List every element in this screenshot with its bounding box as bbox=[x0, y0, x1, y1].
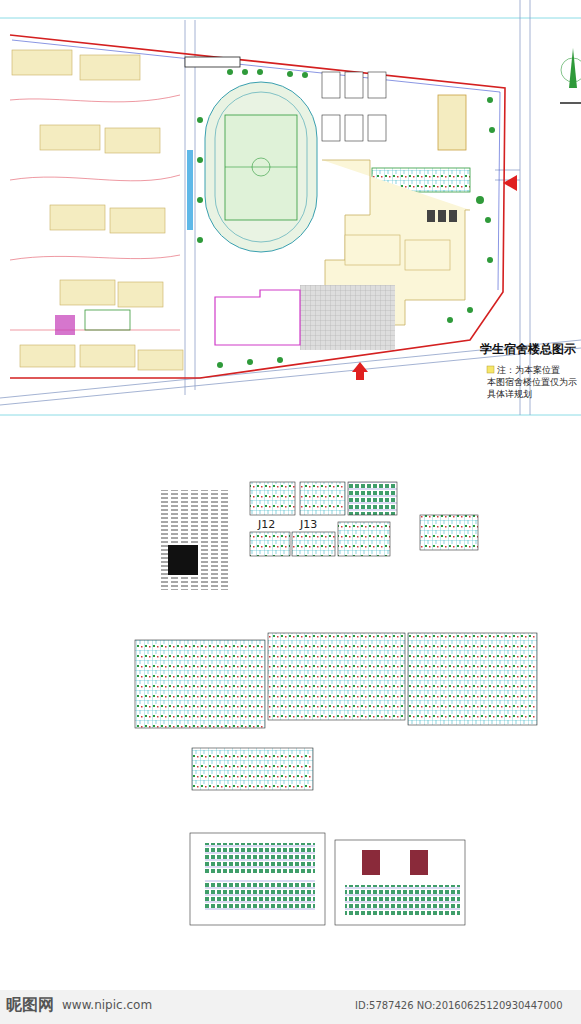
legend-text: 注：为本案位置 bbox=[497, 366, 560, 376]
sheet-code: J13 bbox=[300, 519, 317, 531]
watermark: 昵图网 bbox=[6, 996, 54, 1014]
legend-swatch bbox=[487, 366, 494, 373]
note-text: 具体详规划 bbox=[487, 390, 532, 400]
sheet-title: 学生宿舍楼总图示 bbox=[480, 343, 576, 356]
watermark: www.nipic.com bbox=[62, 999, 152, 1012]
sheet-code: J12 bbox=[258, 519, 275, 531]
watermark: ID:5787426 NO:20160625120930447000 bbox=[355, 1000, 563, 1011]
note-text: 本图宿舍楼位置仅为示 bbox=[487, 378, 577, 388]
